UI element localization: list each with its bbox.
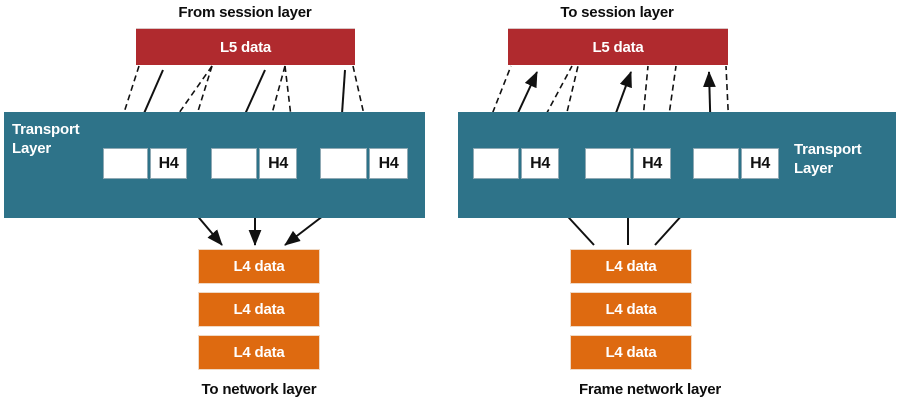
left-segment-1-payload (103, 148, 148, 179)
left-segment-3-payload (320, 148, 367, 179)
right-segment-1-payload (473, 148, 519, 179)
left-l5-data-box: L5 data (136, 28, 355, 65)
left-footer-label: To network layer (201, 381, 317, 398)
right-footer-label: Frame network layer (578, 381, 722, 398)
right-transport-layer-label: Transport Layer (794, 141, 862, 177)
right-segment-3-header: H4 (741, 148, 779, 179)
left-segment-2-payload (211, 148, 257, 179)
left-segment-2-header: H4 (259, 148, 297, 179)
right-l4-data-box-2: L4 data (570, 292, 692, 327)
left-segment-3-header: H4 (369, 148, 408, 179)
right-segment-1-header: H4 (521, 148, 559, 179)
right-segment-2-payload (585, 148, 631, 179)
left-header-label: From session layer (178, 4, 312, 21)
left-segment-1-header: H4 (150, 148, 187, 179)
left-l4-data-box-3: L4 data (198, 335, 320, 370)
right-segment-3-payload (693, 148, 739, 179)
left-l4-data-box-1: L4 data (198, 249, 320, 284)
left-l4-data-box-2: L4 data (198, 292, 320, 327)
right-l4-data-box-3: L4 data (570, 335, 692, 370)
right-l5-data-box: L5 data (508, 28, 728, 65)
right-l4-data-box-1: L4 data (570, 249, 692, 284)
right-header-label: To session layer (560, 4, 674, 21)
left-transport-layer-label: Transport Layer (12, 121, 80, 157)
right-segment-2-header: H4 (633, 148, 671, 179)
